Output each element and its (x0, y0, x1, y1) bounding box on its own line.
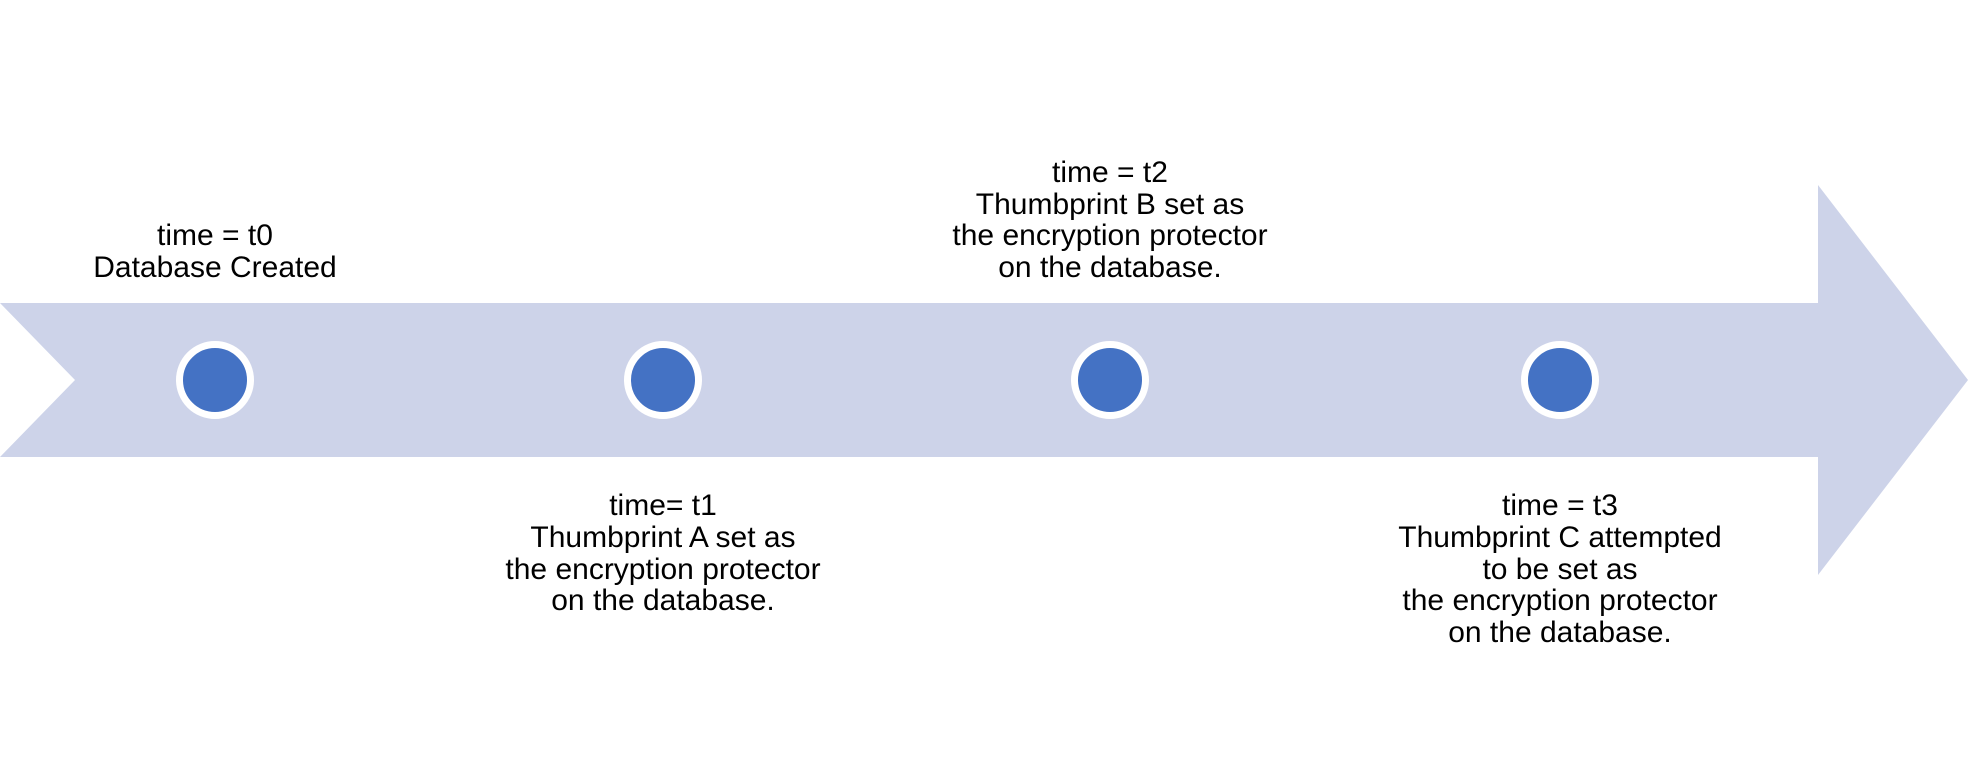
milestone-label-t3-line-4: the encryption protector (1402, 584, 1718, 618)
milestone-label-t3-line-3: to be set as (1482, 552, 1638, 586)
milestone-label-t3: time = t3 Thumbprint C attempted to be s… (1398, 490, 1721, 649)
milestone-label-t3-line-5: on the database. (1448, 616, 1672, 650)
milestone-label-t2-line-1: time = t2 (1052, 155, 1168, 189)
milestone-label-t3-line-2: Thumbprint C attempted (1398, 520, 1722, 554)
milestone-label-t2: time = t2 Thumbprint B set as the encryp… (952, 157, 1267, 284)
milestone-marker-t3[interactable] (1521, 341, 1599, 419)
milestone-marker-t1[interactable] (624, 341, 702, 419)
milestone-label-t3-line-1: time = t3 (1502, 489, 1618, 522)
milestone-label-t1-line-3: the encryption protector (505, 552, 821, 586)
milestone-label-t0: time = t0 Database Created (93, 220, 337, 284)
milestone-label-t2-line-2: Thumbprint B set as (975, 187, 1245, 221)
milestone-label-t0-line-2: Database Created (93, 251, 337, 285)
milestone-marker-t0[interactable] (176, 341, 254, 419)
milestone-label-t1-line-2: Thumbprint A set as (530, 520, 796, 554)
milestone-label-t1: time= t1 Thumbprint A set as the encrypt… (505, 490, 820, 617)
milestone-label-t1-line-1: time= t1 (609, 489, 717, 522)
milestone-label-t1-line-4: on the database. (551, 584, 775, 618)
milestone-label-t0-line-1: time = t0 (157, 219, 273, 253)
milestone-label-t2-line-3: the encryption protector (952, 219, 1268, 253)
milestone-marker-t2[interactable] (1071, 341, 1149, 419)
milestone-label-t2-line-4: on the database. (998, 251, 1222, 285)
